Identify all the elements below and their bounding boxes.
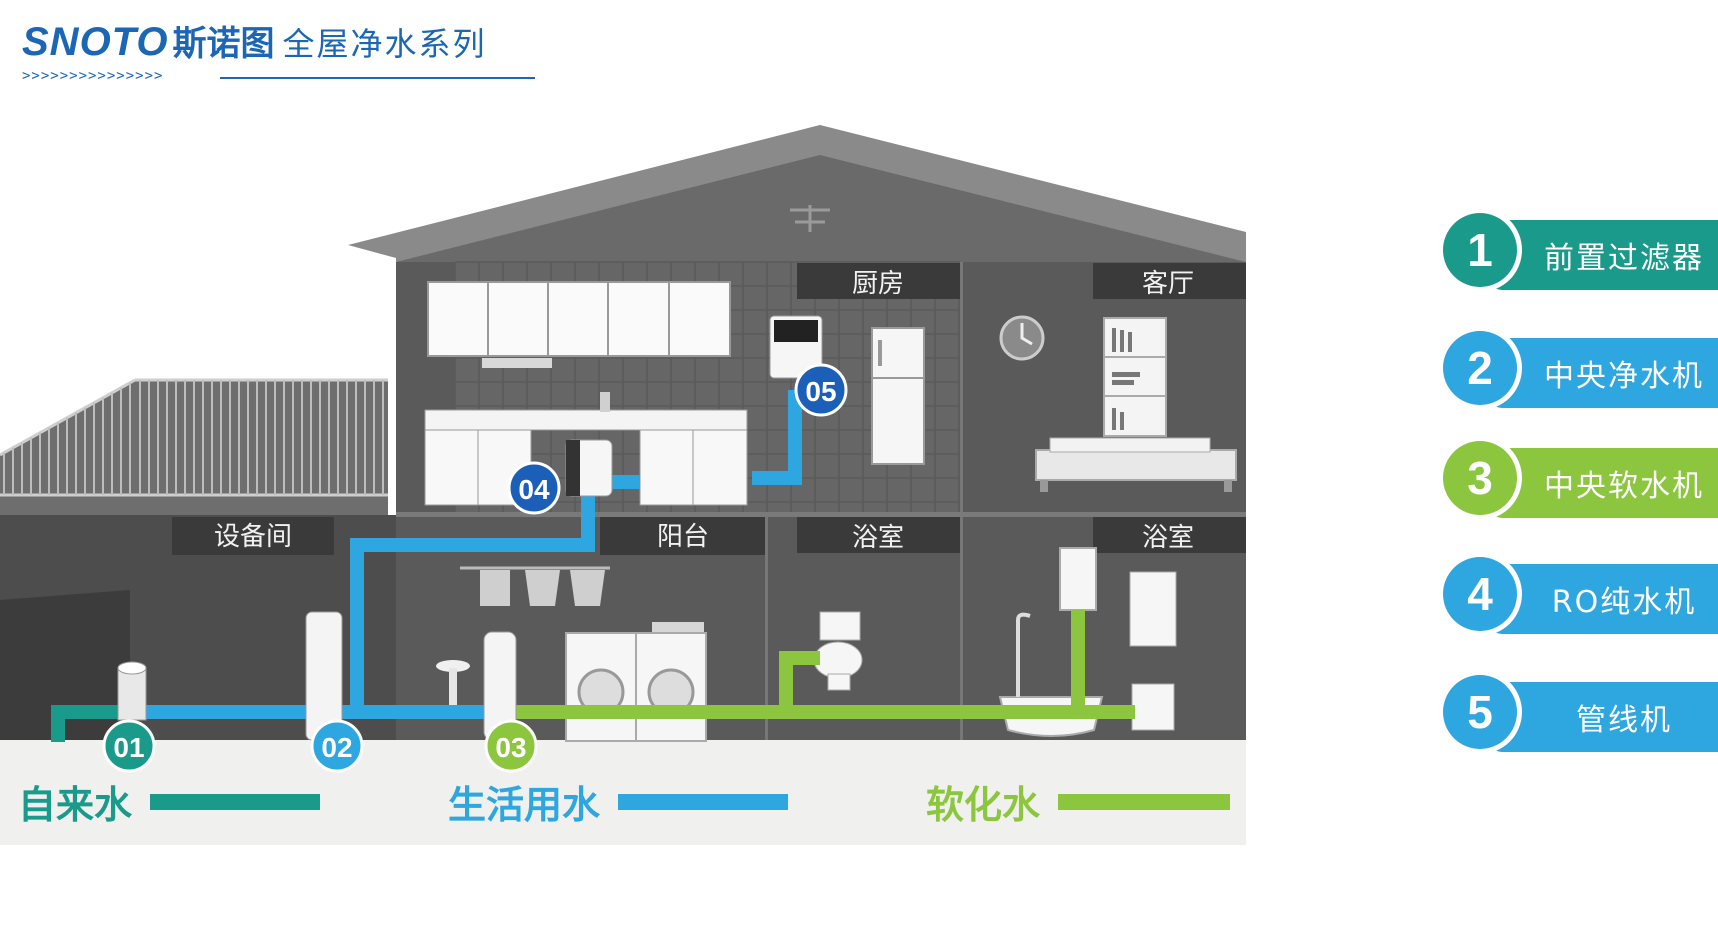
- brand-header: SNOTO 斯诺图 全屋净水系列: [22, 18, 487, 68]
- room-label-balcony: 阳台: [657, 522, 709, 552]
- pre-filter-device: [117, 661, 147, 721]
- room-label-bathroom-1: 浴室: [852, 523, 904, 553]
- product-band: [1488, 448, 1718, 518]
- product-label: 管线机: [1576, 703, 1672, 738]
- ro-purifier-device: [565, 439, 613, 497]
- legend-tap-bar: [150, 793, 321, 810]
- ground: [0, 740, 1246, 845]
- marker-01-label: 01: [113, 732, 144, 763]
- clothes-icon: [460, 566, 610, 606]
- clock-icon: [999, 315, 1045, 361]
- product-label: 前置过滤器: [1544, 241, 1704, 276]
- legend-domestic-label: 生活用水: [448, 783, 601, 827]
- brand-name-cn: 斯诺图: [172, 24, 275, 64]
- marker-04: 04: [507, 461, 561, 515]
- product-band: [1488, 220, 1718, 290]
- product-label: 中央净水机: [1544, 359, 1704, 394]
- bath-cabinet: [1131, 683, 1175, 731]
- marker-02-label: 02: [321, 732, 352, 763]
- product-item-central-purifier: 2 中央净水机: [1438, 326, 1718, 410]
- product-band: [1488, 564, 1718, 634]
- product-ring: 5: [1438, 670, 1522, 754]
- product-band: [1488, 338, 1718, 408]
- product-number: 2: [1443, 331, 1517, 405]
- product-ring: 1: [1438, 208, 1522, 292]
- marker-04-label: 04: [518, 474, 550, 505]
- fridge-icon: [871, 327, 925, 465]
- label-plate-kitchen: [797, 263, 960, 299]
- toilet-icon: [813, 611, 863, 691]
- brand-logo: SNOTO: [22, 20, 169, 64]
- legend-domestic-bar: [618, 793, 789, 810]
- label-plate-equipment: [172, 517, 334, 555]
- legend-tap-water: 自来水: [18, 774, 321, 829]
- series-title: 全屋净水系列: [282, 25, 487, 63]
- label-plate-bathroom-1: [797, 517, 960, 553]
- equipment-wall-shadow: [0, 590, 130, 740]
- house-diagram: 设备间 阳台 厨房 客厅 浴室 浴室: [0, 125, 1246, 845]
- legend-soft-bar: [1058, 793, 1231, 810]
- room-label-equipment: 设备间: [214, 522, 292, 552]
- sink-icon: [436, 660, 470, 716]
- water-heater-icon: [1059, 547, 1097, 611]
- product-number: 4: [1443, 557, 1517, 631]
- pipe-domestic-dispenser: [752, 390, 802, 485]
- product-ring: 3: [1438, 436, 1522, 520]
- legend-tap-label: 自来水: [18, 783, 133, 827]
- wall-divider-lower-1: [765, 517, 768, 740]
- room-label-bathroom-2: 浴室: [1142, 523, 1194, 553]
- product-item-prefilter: 1 前置过滤器: [1438, 208, 1718, 292]
- product-label: 中央软水机: [1544, 469, 1704, 504]
- legend-domestic-water: 生活用水: [448, 774, 789, 829]
- marker-03: 03: [484, 719, 538, 773]
- product-number: 1: [1443, 213, 1517, 287]
- railing-posts: [3, 380, 384, 495]
- product-ring: 2: [1438, 326, 1522, 410]
- marker-05: 05: [794, 363, 848, 417]
- marker-03-label: 03: [495, 732, 526, 763]
- floor-slab: [396, 512, 1246, 517]
- bookshelf-icon: [1103, 317, 1167, 437]
- product-band: [1488, 682, 1718, 752]
- marker-02: 02: [310, 719, 364, 773]
- room-label-kitchen: 厨房: [852, 269, 904, 299]
- pipe-soft-toilet: [779, 651, 820, 712]
- product-label: RO纯水机: [1551, 585, 1697, 620]
- label-plate-bathroom-2: [1093, 517, 1246, 553]
- marker-01: 01: [102, 719, 156, 773]
- wall-divider-upper: [960, 262, 963, 512]
- product-number: 5: [1443, 675, 1517, 749]
- product-ring: 4: [1438, 552, 1522, 636]
- pipeline-dispenser-device: [769, 315, 823, 379]
- room-label-living: 客厅: [1142, 269, 1194, 299]
- product-item-pipeline-dispenser: 5 管线机: [1438, 670, 1718, 754]
- label-plate-balcony: [600, 517, 765, 555]
- cabinet-icon: [427, 281, 731, 368]
- header-arrows: >>>>>>>>>>>>>>>: [22, 68, 164, 84]
- product-item-ro-purifier: 4 RO纯水机: [1438, 552, 1718, 636]
- product-number: 3: [1443, 441, 1517, 515]
- washing-machine-icon: [565, 622, 707, 742]
- label-plate-living: [1093, 263, 1246, 299]
- wall-divider-lower-2: [960, 517, 963, 740]
- header-rule: [220, 77, 535, 79]
- pipe-domestic-riser: [350, 490, 595, 712]
- mirror: [1129, 571, 1177, 647]
- legend-soft-water: 软化水: [926, 774, 1231, 829]
- attic-vent-icon: [790, 205, 830, 232]
- sofa-icon: [1035, 437, 1237, 492]
- pipe-tap-water: [51, 705, 132, 742]
- product-item-central-softener: 3 中央软水机: [1438, 436, 1718, 520]
- legend-soft-label: 软化水: [926, 783, 1041, 827]
- marker-05-label: 05: [805, 376, 836, 407]
